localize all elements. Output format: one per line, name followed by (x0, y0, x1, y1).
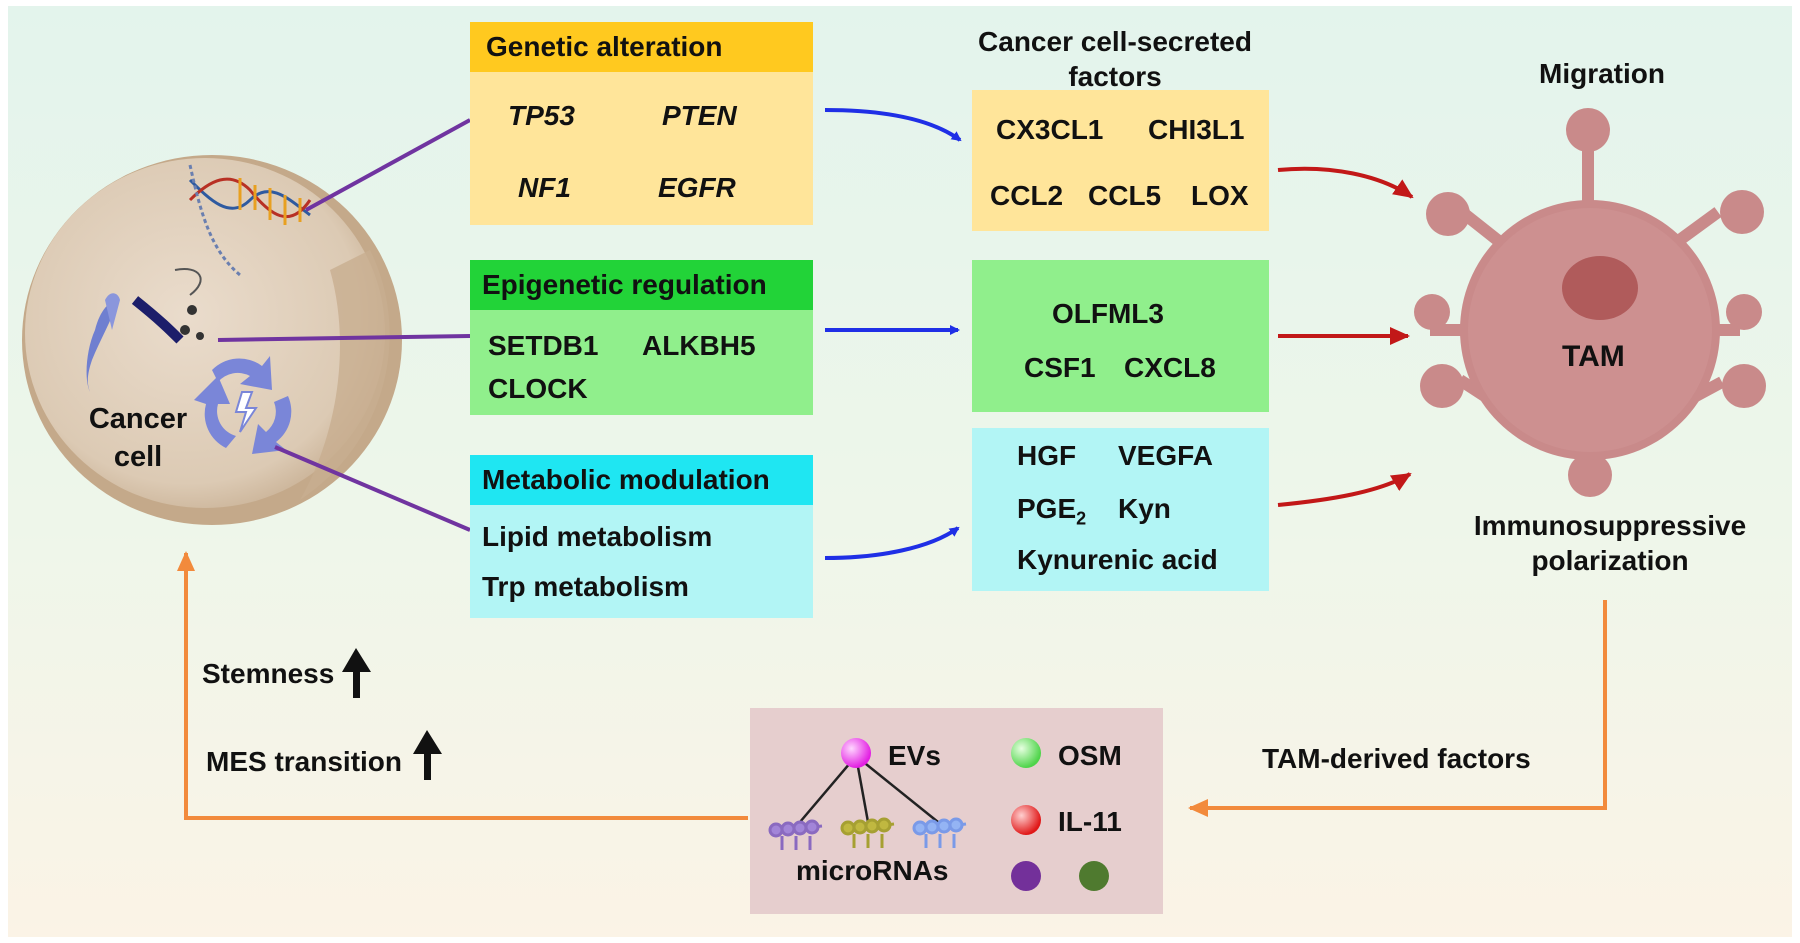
migration-label: Migration (1539, 58, 1665, 89)
tam-label: TAM (1562, 340, 1625, 373)
epigenetic-regulation-box: Epigenetic regulation SETDB1 ALKBH5 CLOC… (470, 260, 813, 415)
evs-label: EVs (888, 740, 941, 771)
cancer-cell-label: Cancer cell (68, 400, 208, 476)
dna-helix-icon (188, 164, 312, 277)
factor-cx3cl1: CX3CL1 (996, 114, 1104, 145)
microrna-icon-purple (768, 819, 823, 850)
microrna-icon-blue (912, 817, 967, 848)
genetic-alteration-box: Genetic alteration TP53 PTEN NF1 EGFR (470, 22, 813, 225)
secreted-factors-group2: OLFML3 CSF1 CXCL8 (972, 260, 1269, 412)
factor-ccl2: CCL2 (990, 180, 1064, 211)
tam-nucleus (1562, 256, 1638, 320)
arrow-tam-to-factors (1188, 600, 1607, 817)
arrow-factors3-to-tam (1277, 472, 1412, 507)
metabolic-item-lipid: Lipid metabolism (482, 521, 713, 552)
purple-factor-icon (1011, 861, 1041, 891)
stemness-up-arrow-icon (342, 648, 371, 698)
factor-pge2-subscript: 2 (1076, 508, 1087, 529)
micrornas-label: microRNAs (796, 855, 949, 886)
gene-pten: PTEN (662, 100, 737, 131)
secreted-factors-title-line1: Cancer cell-secreted (978, 26, 1252, 57)
gene-egfr: EGFR (658, 172, 736, 203)
arrow-factors1-to-tam (1277, 166, 1414, 199)
secreted-factors-group3: HGF VEGFA PGE2 Kyn Kynurenic acid (972, 428, 1269, 591)
mes-up-arrow-icon (413, 730, 442, 780)
factor-olfml3: OLFML3 (1052, 298, 1164, 329)
osm-sphere-icon (1011, 738, 1041, 768)
secreted-factors-title: Cancer cell-secreted factors (960, 24, 1270, 94)
genetic-alteration-title: Genetic alteration (470, 22, 813, 72)
factor-vegfa: VEGFA (1118, 440, 1213, 471)
line-to-metabolic (274, 445, 471, 532)
factor-pge2: PGE2 (1017, 493, 1086, 530)
cancer-cell-label-line1: Cancer (88, 403, 188, 435)
il11-label: IL-11 (1058, 806, 1122, 837)
polarization-label-line2: polarization (1531, 545, 1689, 576)
stemness-label: Stemness (202, 658, 335, 689)
green-factor-icon (1079, 861, 1109, 891)
metabolic-cycle-icon (194, 356, 292, 454)
factor-chi3l1: CHI3L1 (1148, 114, 1245, 145)
cancer-cell-illustration (22, 155, 402, 525)
line-to-epigenetic (217, 334, 471, 342)
epigenetic-item-setdb1: SETDB1 (488, 330, 599, 361)
metabolic-modulation-box: Metabolic modulation Lipid metabolism Tr… (470, 455, 813, 618)
il11-sphere-icon (1011, 805, 1041, 835)
epigenetic-item-alkbh5: ALKBH5 (642, 330, 756, 361)
metabolic-item-trp: Trp metabolism (482, 571, 689, 602)
tam-derived-factors-label: TAM-derived factors (1262, 743, 1531, 774)
arrow-metabolic-to-factors (824, 526, 960, 560)
tam-cell-illustration (1414, 108, 1766, 497)
arrow-factors-to-cancer-cell (177, 551, 748, 820)
cancer-cell-label-line2: cell (113, 441, 163, 473)
gene-nf1: NF1 (518, 172, 571, 203)
gene-tp53: TP53 (508, 100, 575, 131)
arrow-genetic-to-factors (824, 108, 962, 142)
ev-sphere-icon (841, 738, 871, 768)
chromosome-icon (86, 268, 204, 392)
factor-lox: LOX (1191, 180, 1249, 211)
epigenetic-item-clock: CLOCK (488, 373, 588, 404)
factor-hgf: HGF (1017, 440, 1077, 471)
microrna-icon-olive (840, 817, 895, 848)
factor-pge2-base: PGE (1017, 493, 1077, 524)
factor-kyn: Kyn (1118, 493, 1171, 524)
factor-cxcl8: CXCL8 (1124, 352, 1216, 383)
secreted-factors-group1: CX3CL1 CHI3L1 CCL2 CCL5 LOX (972, 90, 1269, 231)
polarization-label-line1: Immunosuppressive (1473, 510, 1747, 541)
polarization-label: Immunosuppressive polarization (1460, 508, 1760, 578)
secreted-factors-title-line2: factors (1068, 61, 1162, 92)
cell-connector-lines (217, 118, 471, 532)
line-to-genetic (305, 118, 471, 212)
metabolic-modulation-title: Metabolic modulation (470, 455, 813, 505)
factor-ccl5: CCL5 (1088, 180, 1162, 211)
factor-csf1: CSF1 (1024, 352, 1096, 383)
factor-kynurenic-acid: Kynurenic acid (1017, 544, 1218, 575)
mes-transition-label: MES transition (206, 746, 403, 777)
epigenetic-regulation-title: Epigenetic regulation (470, 260, 813, 310)
osm-label: OSM (1058, 740, 1122, 771)
